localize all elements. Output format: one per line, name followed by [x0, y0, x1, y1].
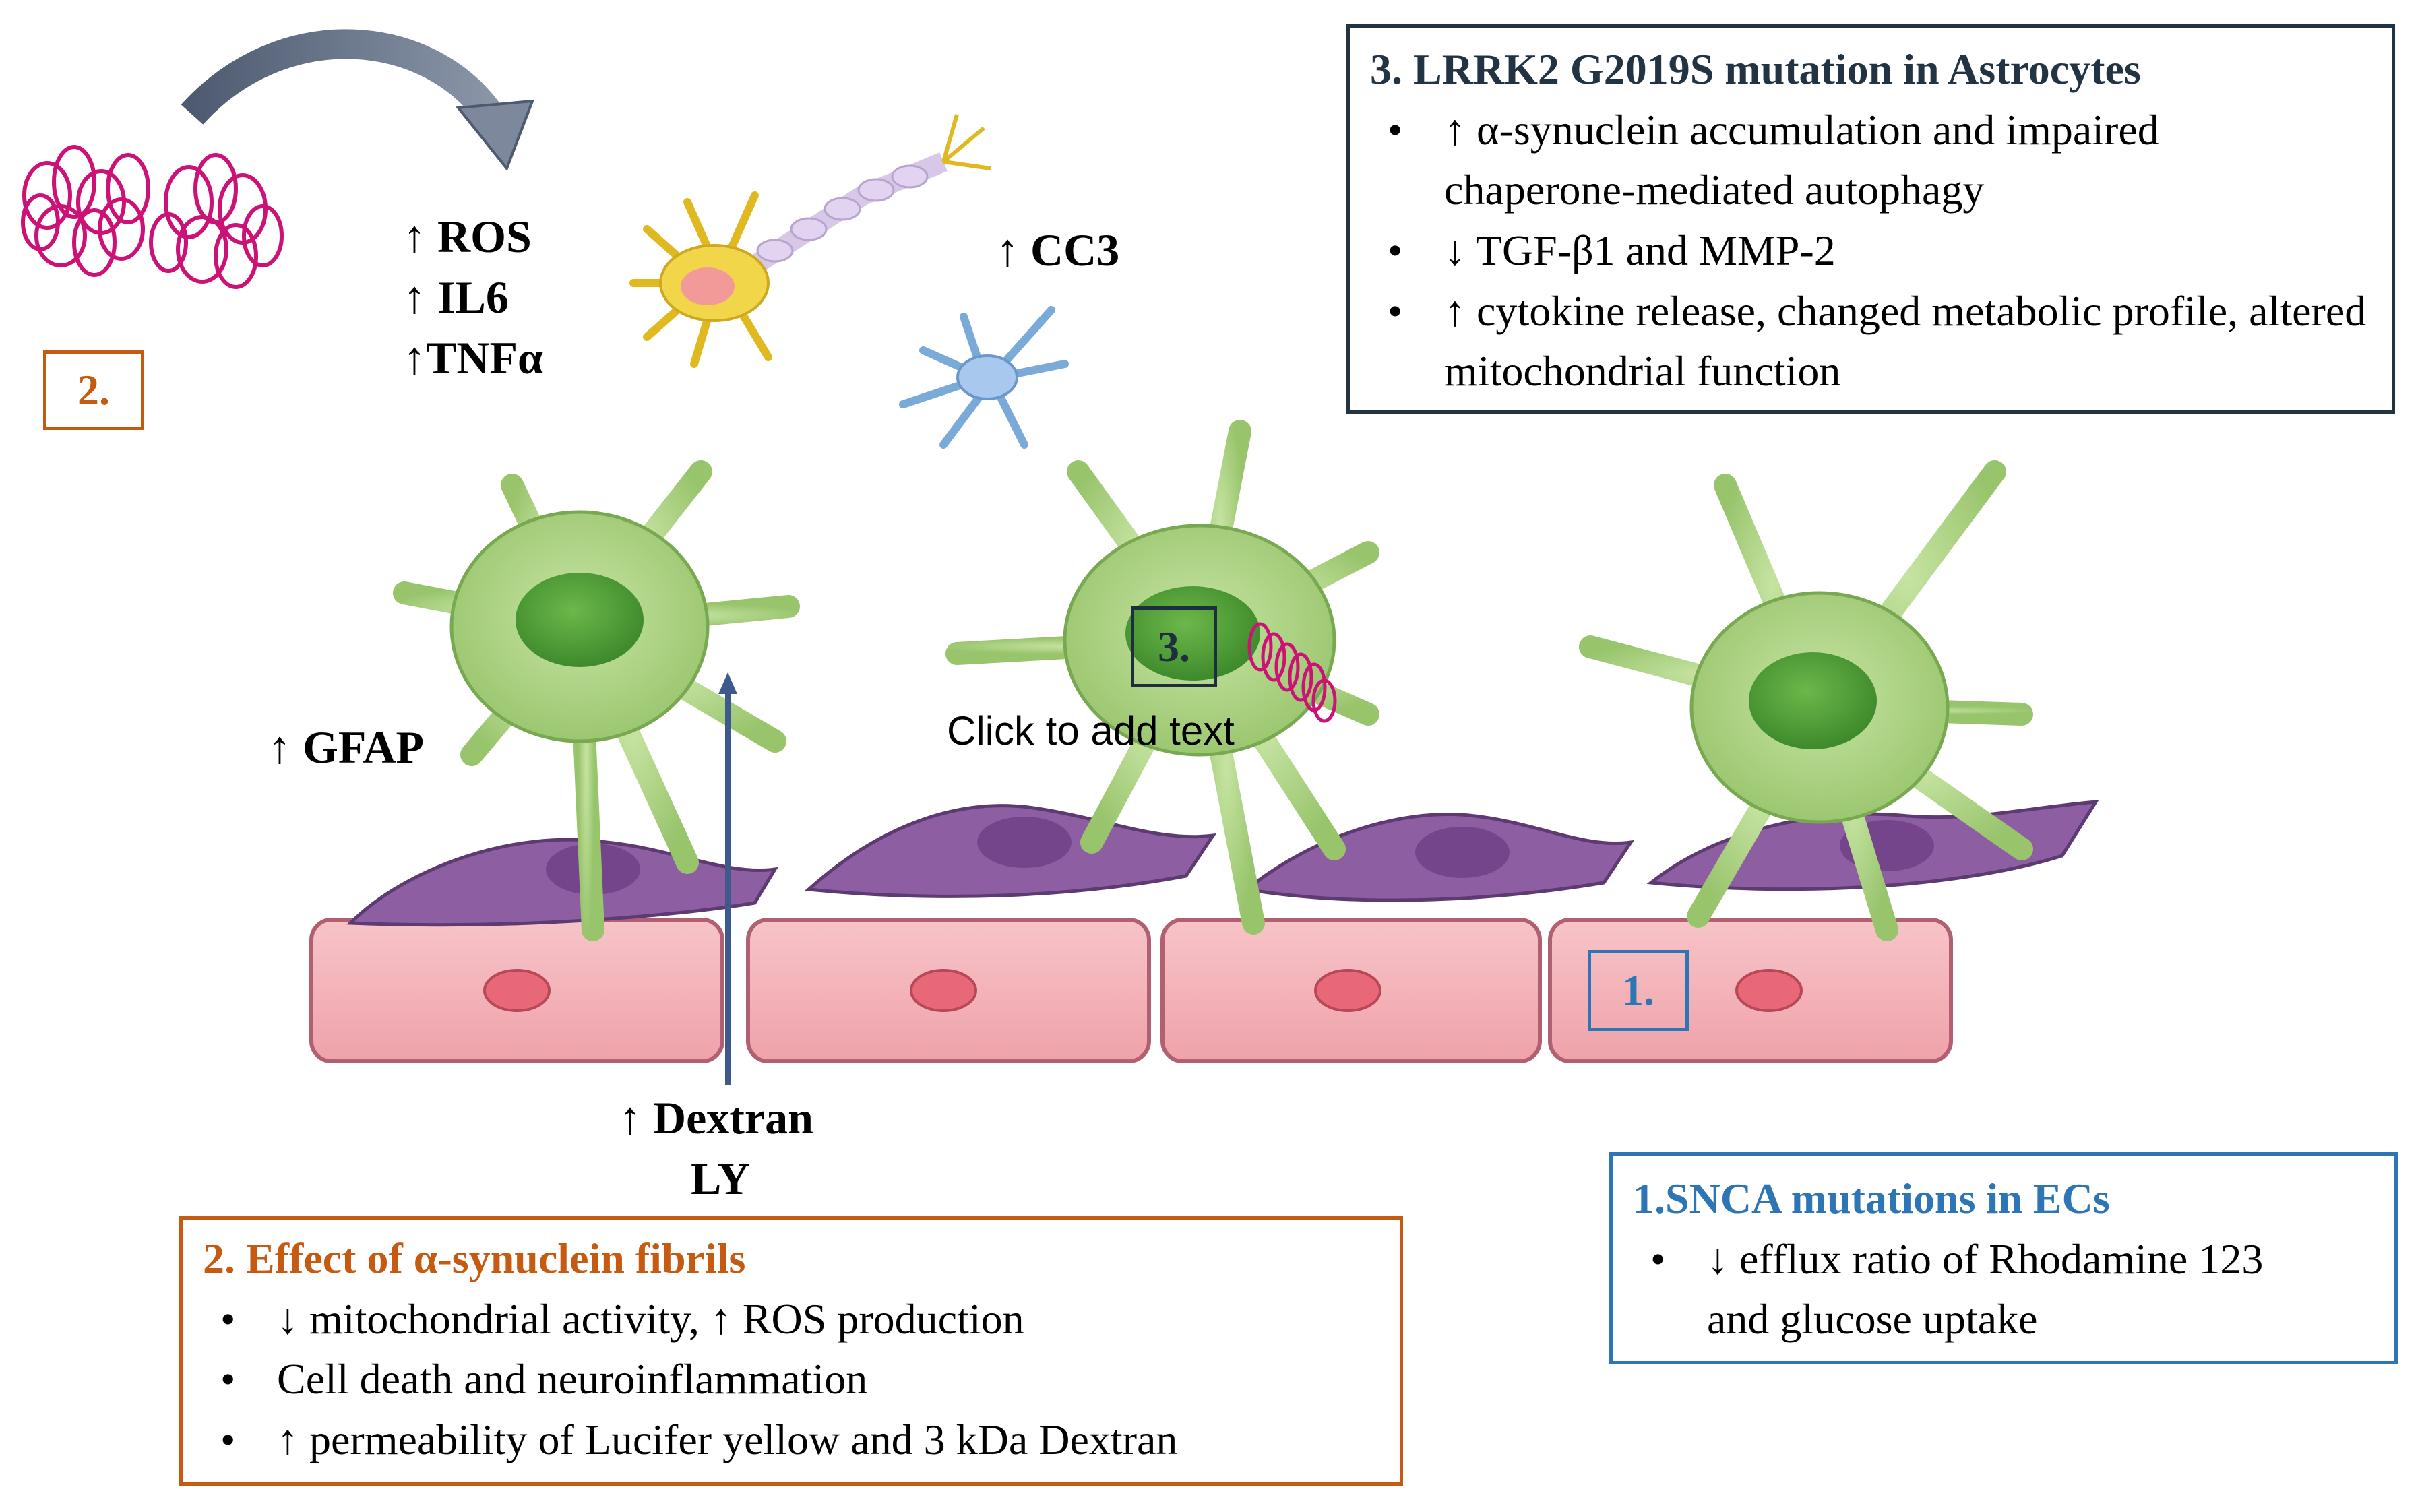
- snca-mutation-box: 1.SNCA mutations in ECs ↓ efflux ratio o…: [1609, 1152, 2398, 1364]
- fibril-effect-item: ↓ mitochondrial activity, ↑ ROS producti…: [203, 1289, 1400, 1350]
- snca-mutation-item: ↓ efflux ratio of Rhodamine 123 and gluc…: [1633, 1229, 2334, 1350]
- astrocyte-mutation-item: ↑ α-synuclein accumulation and impaired …: [1370, 100, 2327, 220]
- fibril-effect-item: Cell death and neuroinflammation: [203, 1349, 1400, 1410]
- endothelial-cell-layer: [309, 918, 1953, 1063]
- marker-3: 3.: [1131, 606, 1217, 687]
- curved-arrow-head: [456, 99, 535, 171]
- il6-label: ↑ IL6: [403, 272, 509, 323]
- astrocyte-middle: [945, 420, 1379, 935]
- synuclein-fibril-in-astrocyte: [1247, 622, 1337, 723]
- fibril-effect-box: 2. Effect of α-synuclein fibrils ↓ mitoc…: [179, 1216, 1403, 1486]
- tnf-alpha-label: ↑TNFα: [403, 332, 543, 383]
- fibril-effect-item: ↑ permeability of Lucifer yellow and 3 k…: [203, 1410, 1400, 1470]
- astrocyte-mutation-title: 3. LRRK2 G2019S mutation in Astrocytes: [1370, 45, 2141, 93]
- synuclein-fibril-cluster-left: [21, 145, 150, 277]
- neuron-cell: [629, 114, 991, 368]
- cc3-label: ↑ CC3: [996, 224, 1120, 276]
- astrocyte-left: [393, 460, 800, 941]
- ros-label: ↑ ROS: [403, 211, 532, 262]
- snca-mutation-title: 1.SNCA mutations in ECs: [1633, 1174, 2110, 1222]
- astrocyte-mutation-box: 3. LRRK2 G2019S mutation in Astrocytes ↑…: [1346, 24, 2395, 414]
- astrocyte-right: [1579, 460, 2033, 941]
- fibril-effect-title: 2. Effect of α-synuclein fibrils: [203, 1234, 746, 1282]
- microglia-cell: [899, 306, 1069, 449]
- dextran-label: ↑ Dextran: [619, 1092, 813, 1143]
- synuclein-fibril-cluster-right: [149, 153, 284, 289]
- astrocyte-mutation-item: ↑ cytokine release, changed metabolic pr…: [1370, 281, 2401, 402]
- placeholder-text: Click to add text: [947, 708, 1235, 753]
- curved-arrow: [181, 29, 505, 127]
- ly-label: LY: [691, 1153, 751, 1204]
- marker-1: 1.: [1588, 950, 1689, 1031]
- marker-2: 2.: [43, 350, 144, 430]
- astrocyte-mutation-item: ↓ TGF-β1 and MMP-2: [1370, 220, 2392, 281]
- gfap-label: ↑ GFAP: [268, 722, 425, 773]
- permeability-arrow-head: [718, 672, 737, 694]
